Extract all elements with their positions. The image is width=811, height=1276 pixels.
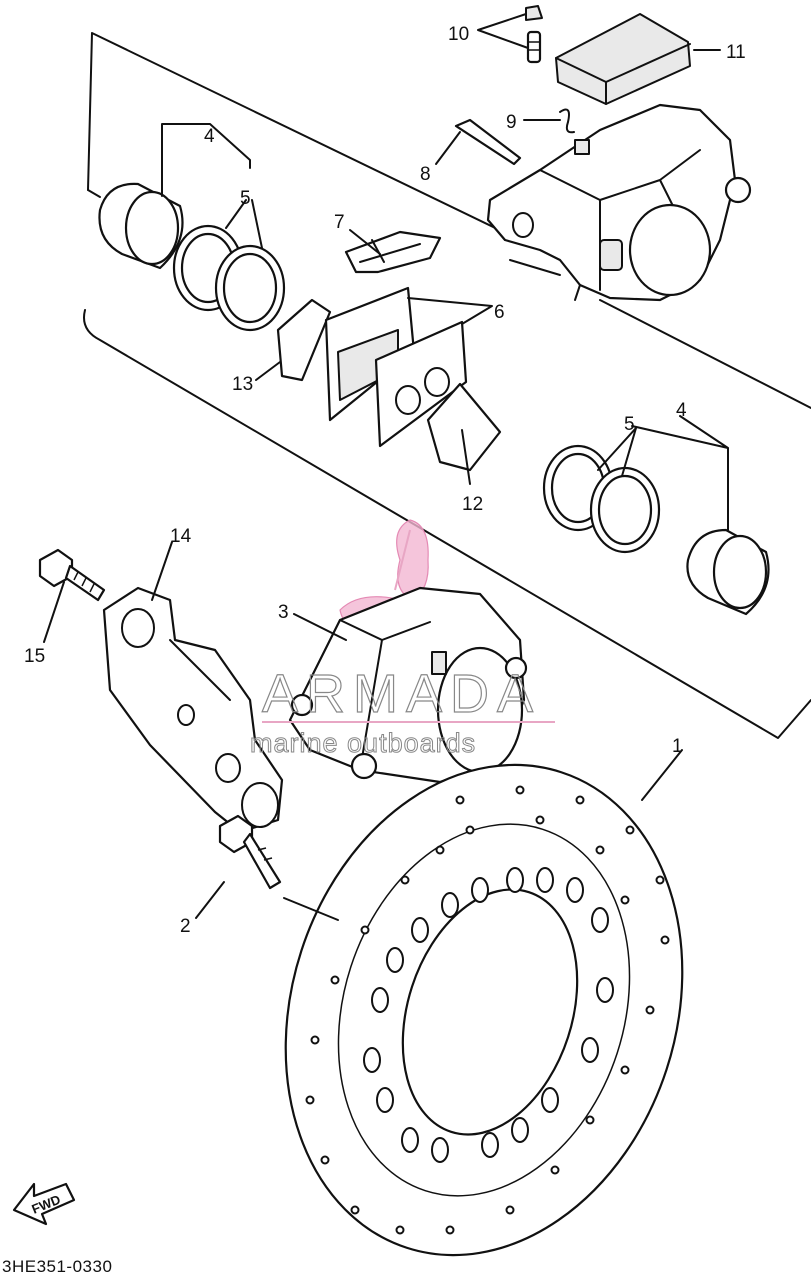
pad-shim-left xyxy=(276,298,332,382)
callout-6: 6 xyxy=(494,302,505,323)
caliper-body-upper xyxy=(486,103,752,302)
callout-1: 1 xyxy=(672,736,683,757)
bracket-bolt xyxy=(38,548,106,602)
pad-cover xyxy=(555,13,691,105)
callout-13: 13 xyxy=(232,374,253,395)
forward-arrow: FWD xyxy=(12,1182,76,1226)
pad-pin xyxy=(454,118,522,166)
seal-right-b xyxy=(589,466,661,554)
brake-pad-b xyxy=(374,320,468,448)
callout-14: 14 xyxy=(170,526,192,547)
bleed-screw xyxy=(525,5,543,64)
pad-shim-right xyxy=(426,382,502,472)
callout-11: 11 xyxy=(726,42,746,63)
disc-inner-slots xyxy=(363,867,614,1163)
brake-disc xyxy=(284,763,684,1257)
callout-5-left: 5 xyxy=(240,188,251,209)
callout-8: 8 xyxy=(420,164,431,185)
callout-4-left: 4 xyxy=(204,126,215,147)
callout-7: 7 xyxy=(334,212,345,233)
exploded-frame xyxy=(83,32,811,739)
callout-12: 12 xyxy=(462,494,483,515)
callout-10: 10 xyxy=(448,24,469,45)
callout-9: 9 xyxy=(506,112,517,133)
caliper-assembly xyxy=(288,586,528,784)
seal-left-b xyxy=(214,244,286,332)
piston-left xyxy=(98,182,184,270)
pad-spring xyxy=(344,230,442,274)
watermark-tagline: marine outboards xyxy=(250,728,476,758)
watermark-brand: ARMADA xyxy=(262,664,541,724)
piston-right xyxy=(686,528,770,616)
callout-15: 15 xyxy=(24,646,45,667)
drawing-code: 3HE351-0330 xyxy=(2,1257,112,1276)
callout-4-right: 4 xyxy=(676,400,687,421)
callout-5-right: 5 xyxy=(624,414,635,435)
leader-lines xyxy=(43,13,729,921)
pad-pin-clip xyxy=(559,108,575,134)
disc-bolt xyxy=(218,814,282,890)
callout-2: 2 xyxy=(180,916,191,937)
disc-outer-holes xyxy=(305,785,670,1235)
callouts: 1 2 3 4 4 5 5 6 7 8 9 10 11 12 13 14 15 xyxy=(24,24,746,937)
caliper-bracket xyxy=(102,586,284,834)
callout-3: 3 xyxy=(278,602,289,623)
